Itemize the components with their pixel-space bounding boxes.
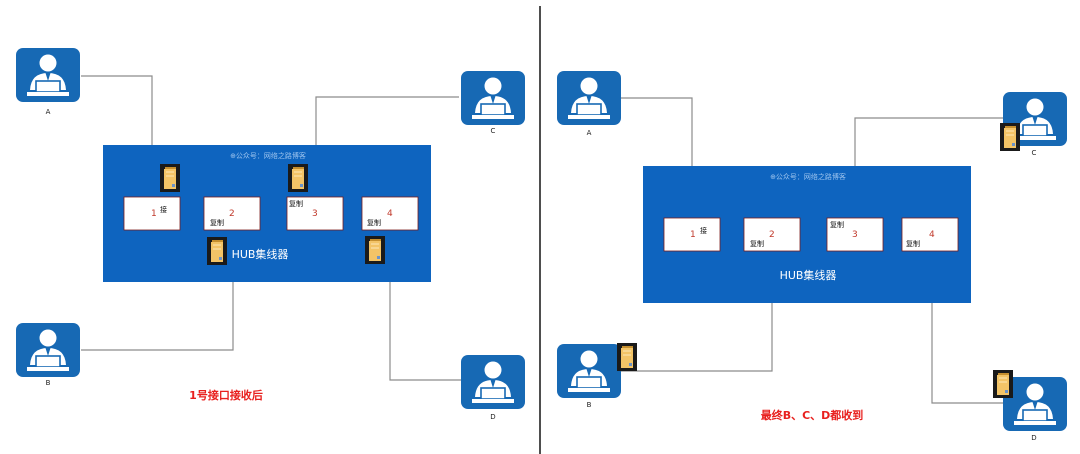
left-port-3: 复制 3 — [286, 196, 344, 231]
right-packet-b-icon — [616, 342, 638, 372]
left-port-1-tag: 接 — [160, 205, 167, 214]
right-user-c-label: C — [1032, 149, 1037, 157]
left-port-2-tag: 复制 — [210, 218, 224, 227]
left-packet-port3-icon — [287, 163, 309, 193]
right-port-3: 复制 3 — [826, 217, 884, 252]
left-user-a: A — [15, 47, 81, 116]
left-user-c-icon — [460, 70, 526, 126]
right-user-a: A — [556, 70, 622, 137]
left-user-c: C — [460, 70, 526, 135]
left-user-d: D — [460, 354, 526, 421]
right-user-b: B — [556, 343, 622, 409]
left-packet-port2-icon — [206, 236, 228, 266]
right-port-1-number: 1 — [690, 230, 696, 240]
right-hub-label: HUB集线器 — [780, 268, 837, 282]
right-port-4: 复制 4 — [901, 217, 959, 252]
left-port-3-number: 3 — [312, 209, 318, 219]
left-hub-label: HUB集线器 — [232, 247, 289, 261]
right-user-d-label: D — [1031, 434, 1036, 442]
left-port-4: 复制 4 — [361, 196, 419, 231]
right-port-3-number: 3 — [852, 230, 858, 240]
right-packet-c-icon — [999, 122, 1021, 152]
right-watermark: ⊕公众号：网络之路博客 — [770, 172, 846, 181]
right-port-1-tag: 接 — [700, 226, 707, 235]
left-packet-port1-icon — [159, 163, 181, 193]
left-user-d-icon — [460, 354, 526, 410]
left-user-c-label: C — [491, 127, 496, 135]
left-user-d-label: D — [490, 413, 495, 421]
left-port-4-number: 4 — [387, 209, 393, 219]
left-caption: 1号接口接收后 — [189, 388, 263, 402]
left-packet-port4-icon — [364, 235, 386, 265]
left-user-a-icon — [15, 47, 81, 103]
left-user-b-icon — [15, 322, 81, 378]
right-user-a-label: A — [587, 129, 592, 137]
right-port-2-number: 2 — [769, 230, 775, 240]
right-user-a-icon — [556, 70, 622, 126]
right-port-2: 复制 2 — [743, 217, 801, 252]
right-user-b-icon — [556, 343, 622, 399]
right-user-d: D — [1002, 376, 1068, 442]
right-user-c: C — [1002, 91, 1068, 157]
left-watermark: ⊕公众号：网络之路博客 — [230, 151, 306, 160]
left-port-2-number: 2 — [229, 209, 235, 219]
right-port-2-tag: 复制 — [750, 239, 764, 248]
right-caption: 最终B、C、D都收到 — [761, 408, 864, 422]
right-port-4-number: 4 — [929, 230, 935, 240]
left-port-1: 接 1 — [123, 196, 181, 231]
left-user-a-label: A — [46, 108, 51, 116]
left-port-1-number: 1 — [151, 209, 157, 219]
left-user-b: B — [15, 322, 81, 387]
right-packet-d-icon — [992, 369, 1014, 399]
left-port-4-tag: 复制 — [367, 218, 381, 227]
right-port-1: 接 1 — [663, 217, 721, 252]
left-port-3-tag: 复制 — [289, 199, 303, 208]
left-user-b-label: B — [46, 379, 51, 387]
left-port-2: 复制 2 — [203, 196, 261, 231]
right-port-4-tag: 复制 — [906, 239, 920, 248]
right-user-b-label: B — [587, 401, 592, 409]
right-port-3-tag: 复制 — [830, 220, 844, 229]
